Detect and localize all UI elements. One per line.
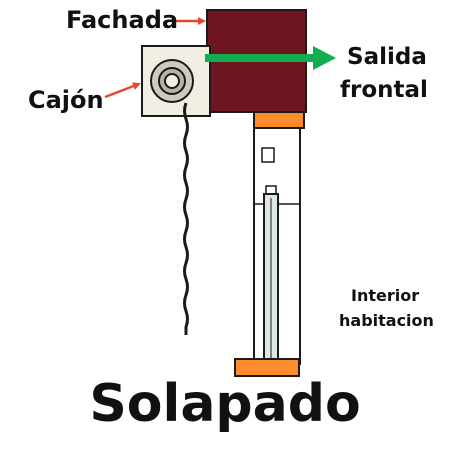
green-arrow-head <box>313 46 336 70</box>
fachada-label: Fachada <box>66 6 179 34</box>
roller-drum-axle <box>164 73 180 89</box>
guide-bracket-2 <box>265 185 277 195</box>
salida-label-line2: frontal <box>340 77 428 103</box>
guide-bracket <box>261 147 275 163</box>
bottom-sill <box>234 358 300 377</box>
pull-cord <box>183 102 189 335</box>
cajon-label: Cajón <box>28 86 104 114</box>
salida-label-line1: Salida <box>347 44 427 70</box>
interior-label-line1: Interior <box>351 286 420 305</box>
diagram-title: Solapado <box>89 374 361 434</box>
top-guide-block <box>253 111 305 129</box>
green-arrow-shaft <box>205 54 317 62</box>
interior-label-line2: habitacion <box>339 311 434 330</box>
cajon-pointer-arrow <box>104 82 141 99</box>
